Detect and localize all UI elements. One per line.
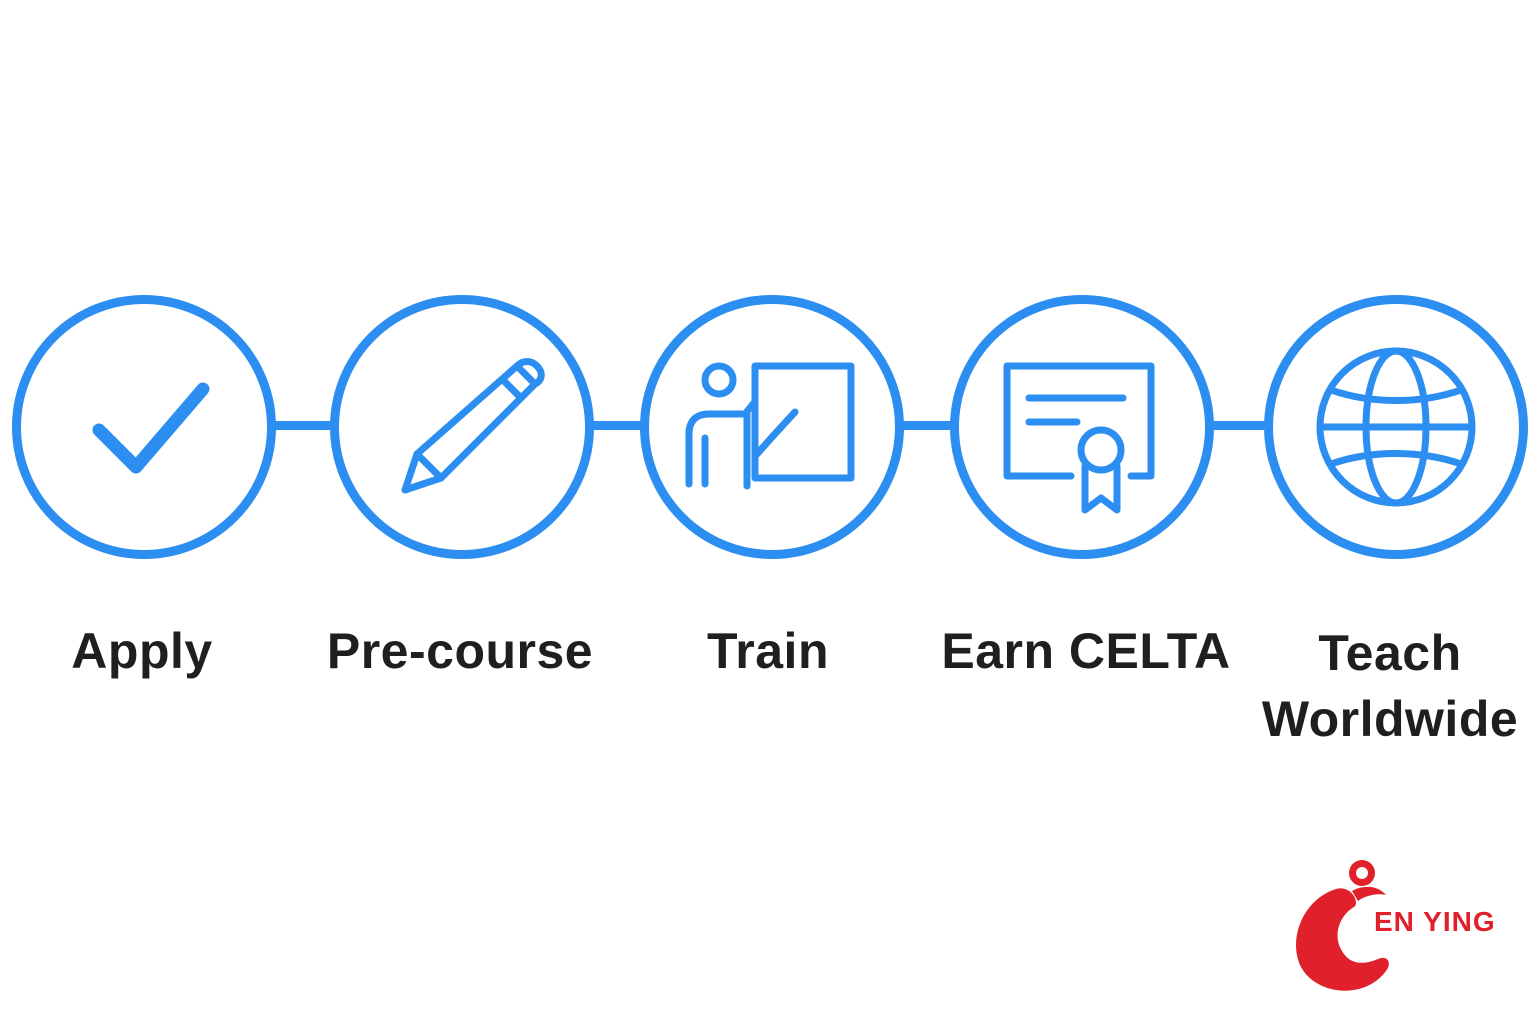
checkmark-icon [92, 382, 210, 474]
connector-line [892, 421, 962, 430]
step-label-train: Train [707, 623, 829, 679]
step-worldwide-circle [1264, 295, 1528, 559]
svg-text:EN YING: EN YING [1374, 906, 1496, 937]
connector-line [582, 421, 652, 430]
step-train-circle [640, 295, 904, 559]
globe-icon [1316, 347, 1476, 507]
step-label-line: Worldwide [1261, 691, 1519, 747]
enying-logo: EN YING [1296, 860, 1496, 991]
connector-line [262, 421, 342, 430]
step-label-apply: Apply [71, 623, 213, 679]
step-apply-circle [12, 295, 276, 559]
connector-line [1202, 421, 1274, 430]
step-celta-circle [950, 295, 1214, 559]
pencil-icon [401, 358, 545, 494]
step-precourse-circle [330, 295, 594, 559]
certificate-icon [1003, 362, 1155, 514]
step-label-precourse: Pre-course [326, 623, 594, 679]
teacher-board-icon [685, 362, 855, 490]
step-label-line: Teach [1318, 625, 1462, 681]
step-label-worldwide: Teach Worldwide [1240, 620, 1536, 752]
step-label-celta: Earn CELTA [941, 623, 1231, 679]
